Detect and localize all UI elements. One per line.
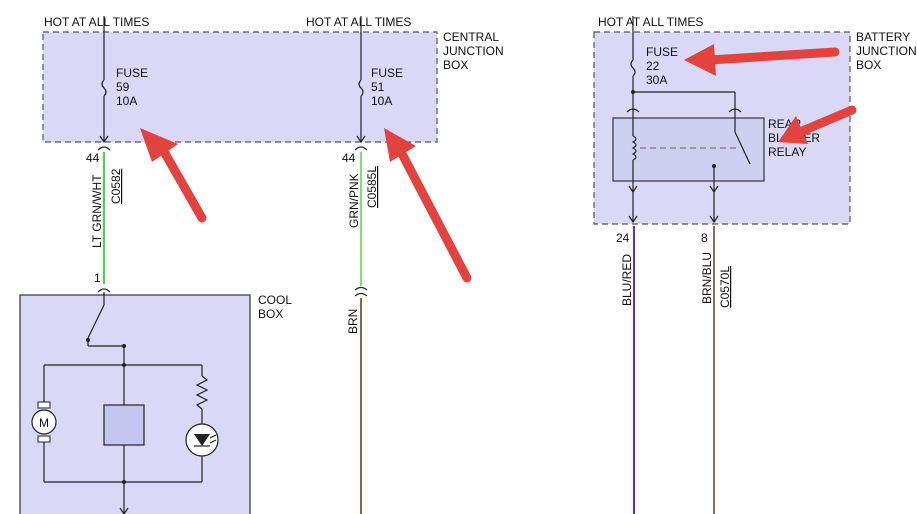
battery-junction-box-label-2: JUNCTION: [856, 44, 917, 58]
wire-4-pin: 8: [701, 231, 708, 245]
fuse-59-number: 59: [116, 80, 130, 94]
wire-3-pin: 24: [616, 231, 630, 245]
box-pin-8-arrow: [709, 215, 719, 224]
relay-label-3: RELAY: [768, 145, 806, 159]
box-pin-24-arrow: [628, 215, 638, 224]
motor-brush-top: [37, 401, 51, 409]
wire-1-pin-2: 1: [94, 271, 101, 285]
fuse-51-rating: 10A: [371, 94, 392, 108]
fuse-59-word: FUSE: [116, 66, 148, 80]
fuse-51-number: 51: [371, 80, 385, 94]
relay-coil-icon: [631, 135, 637, 161]
annotation-arrow-fuse-59: [140, 128, 207, 223]
cool-box-label-1: COOL: [258, 293, 292, 307]
battery-junction-box-label-3: BOX: [856, 58, 881, 72]
wire-2-color-label: GRN/PNK: [347, 173, 361, 228]
thermoelectric-module: [103, 404, 145, 446]
wire-3-color-label: BLU/RED: [620, 254, 634, 306]
annotation-arrow-relay: [778, 105, 857, 144]
hot-at-all-times-label-left: HOT AT ALL TIMES: [44, 15, 149, 29]
annotation-arrow-fuse-51: [384, 128, 472, 283]
fuse-22-word: FUSE: [646, 45, 678, 59]
wire-4-color-label: BRN/BLU: [700, 252, 714, 304]
wire-2-lower-label: BRN: [346, 309, 360, 334]
rear-blower-relay: [612, 117, 765, 182]
fuse-59-rating: 10A: [116, 94, 137, 108]
connector-c0585l-top: [354, 146, 368, 151]
motor-icon: [31, 409, 57, 435]
hot-at-all-times-label-mid: HOT AT ALL TIMES: [306, 15, 411, 29]
central-junction-box-label-1: CENTRAL: [443, 30, 499, 44]
wire-1-circuit: C0582: [109, 168, 123, 204]
fuse-51-symbol: [358, 79, 364, 97]
cool-box-ground-arrow: [119, 507, 129, 514]
relay-coil-connector-top: [626, 108, 640, 113]
relay-switch-connector-top: [728, 108, 742, 113]
resistor-icon: [195, 375, 209, 410]
wire-1-pin: 44: [86, 151, 100, 165]
inline-connector-symbol: [354, 286, 368, 297]
motor-symbol-letter: M: [39, 416, 49, 430]
fuse-51-word: FUSE: [371, 66, 403, 80]
wire-2-pin: 44: [342, 151, 356, 165]
fuse-22-symbol: [630, 59, 636, 77]
wire-2-circuit: C0585L: [365, 166, 379, 208]
connector-cool-box-top: [97, 288, 111, 293]
cool-box-switch-blade: [87, 304, 105, 339]
led-diode-triangle: [194, 434, 210, 446]
wire-4-circuit: C0570L: [718, 266, 732, 308]
fuse-22-rating: 30A: [646, 73, 667, 87]
relay-pin-8-arrow: [709, 185, 719, 194]
relay-pin-24-arrow: [628, 185, 638, 194]
cool-box-label-2: BOX: [258, 307, 283, 321]
connector-c0582-top: [97, 146, 111, 151]
led-light-rays: [209, 434, 217, 444]
central-junction-box-label-2: JUNCTION: [443, 44, 504, 58]
central-junction-box: [42, 31, 438, 143]
battery-junction-box-label-1: BATTERY: [856, 30, 910, 44]
fuse-59-symbol: [101, 79, 107, 97]
annotation-arrow-fuse-22: [684, 44, 840, 76]
wire-1-color-label: LT GRN/WHT: [90, 174, 104, 248]
fuse-51-terminal-arrow: [356, 135, 366, 144]
fuse-59-terminal-arrow: [99, 135, 109, 144]
motor-brush-bottom: [37, 435, 51, 443]
fuse-22-number: 22: [646, 59, 660, 73]
relay-switch-blade: [734, 131, 751, 165]
hot-at-all-times-label-right: HOT AT ALL TIMES: [598, 15, 703, 29]
central-junction-box-label-3: BOX: [443, 58, 468, 72]
